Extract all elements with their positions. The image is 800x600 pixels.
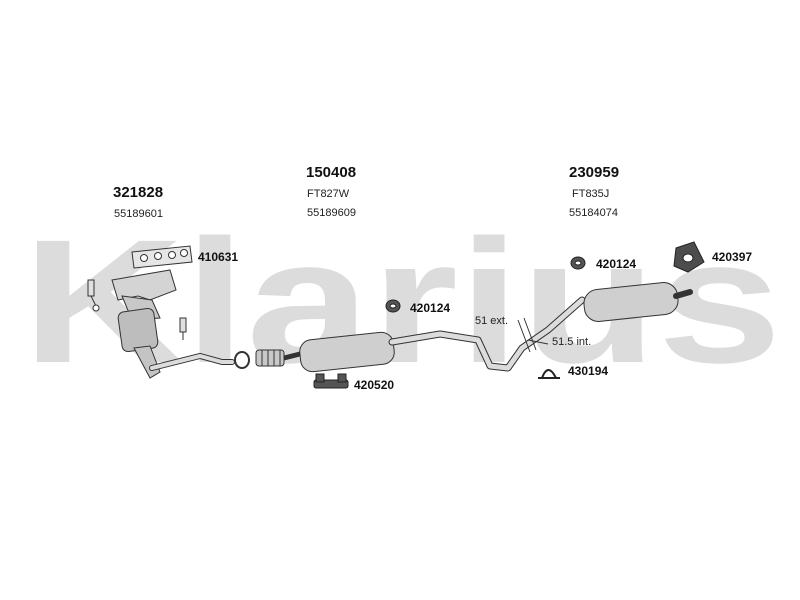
- hanger-mid: [385, 299, 401, 313]
- pipe-clamp: [538, 369, 560, 379]
- mount-bracket: [313, 373, 349, 389]
- lambda-sensor-front: [87, 279, 100, 312]
- oe-number-centre: 55189609: [307, 207, 356, 219]
- oe-number-manifold: 55189601: [114, 208, 163, 220]
- callout-hanger-rear: 420124: [596, 257, 637, 271]
- callout-clamp: 430194: [568, 364, 609, 378]
- callout-rubber-mount: 420397: [712, 250, 753, 264]
- dimension-int: 51.5 int.: [552, 336, 592, 348]
- rubber-mount: [673, 241, 705, 273]
- manifold-catalyst: [111, 269, 177, 379]
- part-number-manifold: 321828: [113, 184, 164, 201]
- lambda-sensor-rear: [179, 317, 187, 340]
- dimension-marks: [517, 317, 549, 353]
- variant-centre: FT827W: [307, 188, 350, 200]
- rear-silencer: [583, 282, 693, 322]
- variant-rear: FT835J: [572, 188, 610, 200]
- callout-gasket: 410631: [198, 250, 239, 264]
- oe-number-rear: 55184074: [569, 207, 618, 219]
- ring-gasket: [234, 351, 250, 369]
- callout-bracket: 420520: [354, 378, 395, 392]
- hanger-rear: [570, 256, 586, 270]
- flex-pipe: [255, 349, 285, 367]
- callout-hanger-mid: 420124: [410, 301, 451, 315]
- part-number-centre: 150408: [306, 164, 357, 181]
- dimension-ext: 51 ext.: [475, 315, 509, 327]
- centre-silencer: [283, 331, 395, 373]
- part-number-rear: 230959: [569, 164, 620, 181]
- manifold-gasket: [131, 245, 193, 269]
